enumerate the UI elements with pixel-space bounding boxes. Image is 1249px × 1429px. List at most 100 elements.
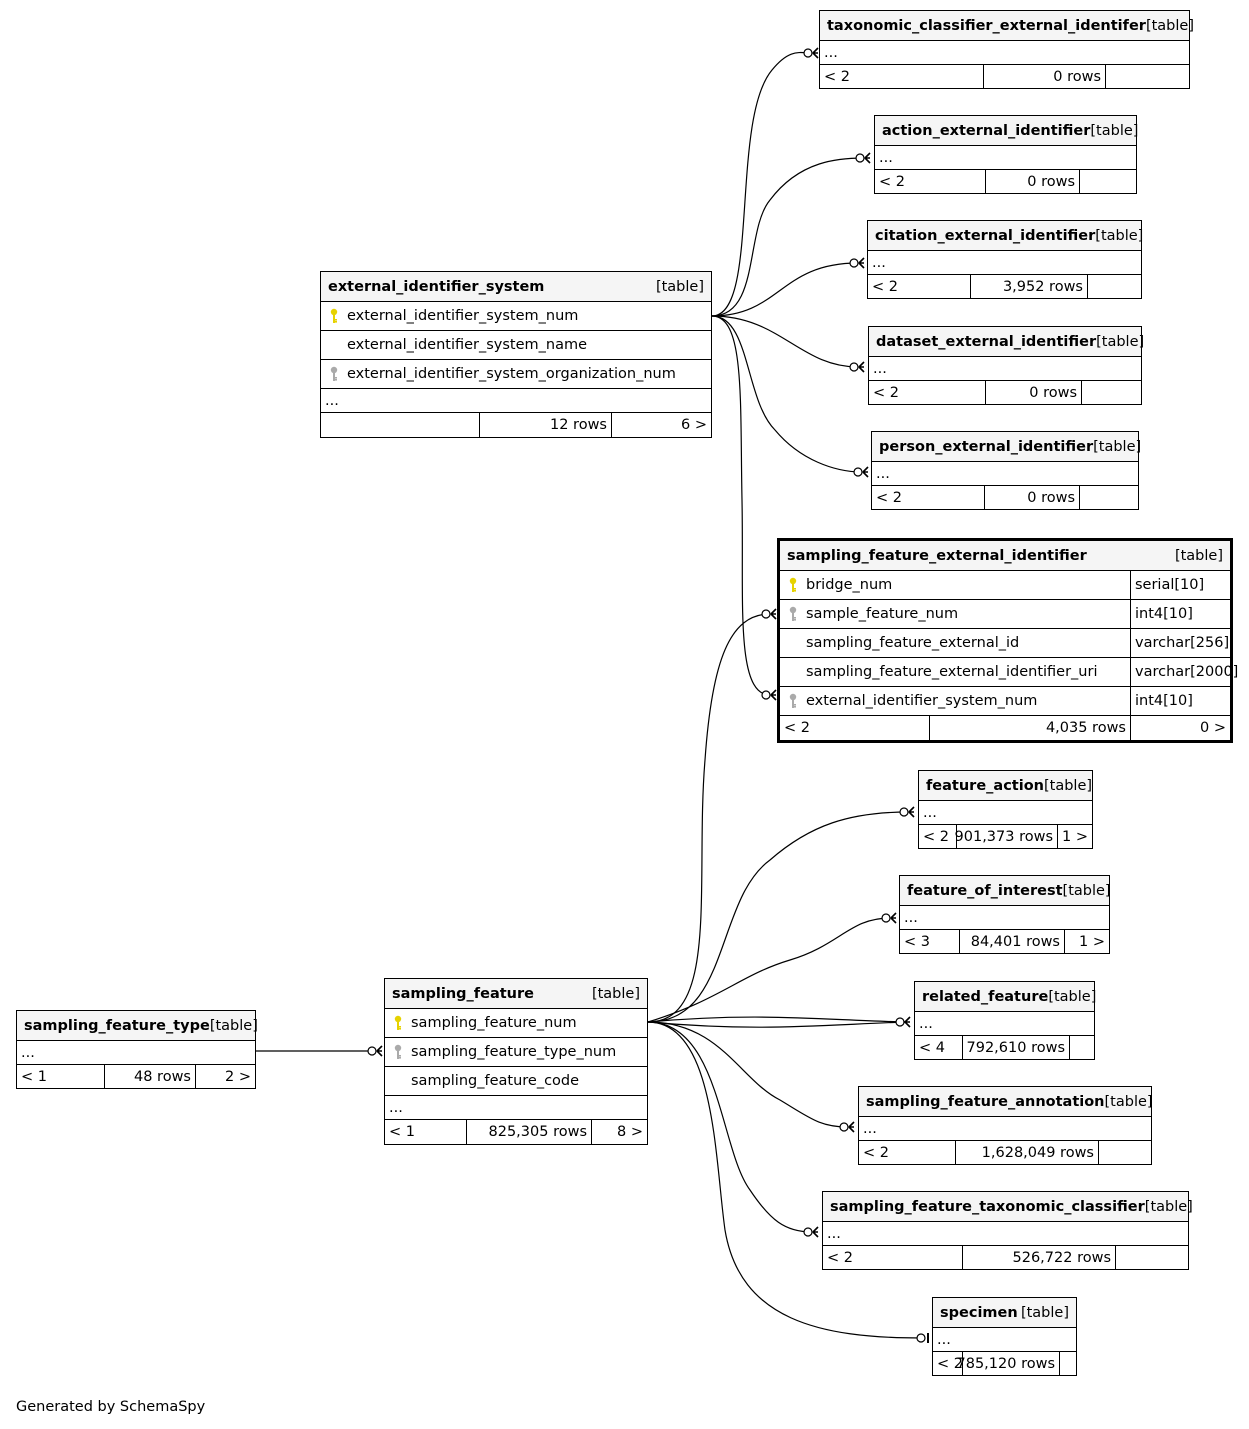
columns-ellipsis: ...: [933, 1328, 1076, 1352]
column-row: sampling_feature_external_id varchar[256…: [780, 629, 1230, 658]
children-count: [1099, 1141, 1151, 1164]
row-count: 3,952 rows: [971, 275, 1088, 298]
crowfoot-annotation: [839, 1121, 855, 1133]
table-external-identifier-system[interactable]: external_identifier_system [table] exter…: [320, 271, 712, 438]
columns-ellipsis: ...: [915, 1012, 1094, 1036]
table-specimen[interactable]: specimen [table] ... < 2 785,120 rows: [932, 1297, 1077, 1376]
table-action-external-identifier[interactable]: action_external_identifier [table] ... <…: [874, 115, 1139, 194]
parents-count: < 2: [868, 275, 971, 298]
edge-sf-annotation: [647, 1021, 849, 1128]
column-row: bridge_num serial[10]: [780, 571, 1230, 600]
children-count: [1080, 170, 1136, 193]
table-type-label: [table]: [1048, 988, 1097, 1005]
onebar-specimen: [916, 1333, 929, 1343]
table-name: person_external_identifier: [879, 438, 1094, 455]
children-count: [1088, 275, 1141, 298]
table-footer: < 3 84,401 rows 1 >: [900, 930, 1109, 953]
table-header: sampling_feature [table]: [385, 979, 647, 1009]
parents-count: < 2: [933, 1352, 963, 1375]
table-name: action_external_identifier: [882, 122, 1091, 139]
parents-count: < 2: [820, 65, 984, 88]
parents-count: < 4: [915, 1036, 963, 1059]
columns-ellipsis: ...: [872, 462, 1138, 486]
row-count: 792,610 rows: [963, 1036, 1070, 1059]
children-count: [1116, 1246, 1188, 1269]
table-taxonomic-classifier-external-identifer[interactable]: taxonomic_classifier_external_identifer …: [819, 10, 1194, 89]
table-type-label: [table]: [1093, 438, 1142, 455]
table-header: action_external_identifier [table]: [875, 116, 1139, 146]
table-header: external_identifier_system [table]: [321, 272, 711, 302]
table-sampling-feature[interactable]: sampling_feature [table] sampling_featur…: [384, 978, 648, 1145]
table-footer: 12 rows 6 >: [321, 413, 711, 437]
children-count: [1070, 1036, 1094, 1059]
table-header: person_external_identifier [table]: [872, 432, 1142, 462]
row-count: 901,373 rows: [955, 825, 1059, 848]
table-name: external_identifier_system: [328, 278, 545, 295]
children-count: 2 >: [225, 1068, 251, 1085]
table-dataset-external-identifier[interactable]: dataset_external_identifier [table] ... …: [868, 326, 1144, 405]
crowfoot-sfei-feature: [761, 608, 777, 620]
parents-count: < 2: [780, 716, 930, 740]
table-type-label: [table]: [1174, 547, 1223, 564]
columns-ellipsis: ...: [820, 41, 1189, 65]
column-name: external_identifier_system_organization_…: [347, 366, 676, 382]
table-sampling-feature-taxonomic-classifier[interactable]: sampling_feature_taxonomic_classifier [t…: [822, 1191, 1193, 1270]
columns-ellipsis: ...: [17, 1041, 255, 1065]
parents-count: < 2: [872, 486, 985, 509]
table-type-label: [table]: [1020, 1304, 1069, 1321]
column-name: sampling_feature_type_num: [411, 1044, 617, 1060]
foreign-key-icon: [321, 366, 343, 382]
parents-count: < 2: [919, 825, 958, 848]
parents-count: < 2: [823, 1246, 963, 1269]
parents-count: < 1: [17, 1065, 105, 1088]
parents-count: < 2: [875, 170, 986, 193]
table-type-label: [table]: [1104, 1093, 1153, 1110]
parents-count: < 3: [900, 930, 960, 953]
table-header: specimen [table]: [933, 1298, 1076, 1328]
crowfoot-taxonomic-classifier: [803, 1226, 819, 1238]
table-header: feature_of_interest [table]: [900, 876, 1111, 906]
row-count: 0 rows: [984, 65, 1106, 88]
table-type-label: [table]: [1043, 777, 1093, 794]
table-footer: < 2 526,722 rows: [823, 1246, 1188, 1269]
edge-sf-feature-of-interest: [647, 917, 891, 1023]
table-sampling-feature-external-identifier[interactable]: sampling_feature_external_identifier [ta…: [777, 538, 1238, 743]
column-row: sampling_feature_num: [385, 1009, 647, 1038]
table-type-label: [table]: [1090, 122, 1139, 139]
table-footer: < 1 825,305 rows 8 >: [385, 1120, 647, 1144]
column-row: external_identifier_system_organization_…: [321, 360, 711, 389]
table-sampling-feature-annotation[interactable]: sampling_feature_annotation [table] ... …: [858, 1086, 1153, 1165]
table-feature-of-interest[interactable]: feature_of_interest [table] ... < 3 84,4…: [899, 875, 1111, 954]
table-footer: < 2 901,373 rows 1 >: [919, 825, 1092, 848]
table-citation-external-identifier[interactable]: citation_external_identifier [table] ...…: [867, 220, 1143, 299]
row-count: 48 rows: [105, 1065, 196, 1088]
edge-sf-related-1: [647, 1016, 906, 1023]
table-person-external-identifier[interactable]: person_external_identifier [table] ... <…: [871, 431, 1142, 510]
table-type-label: [table]: [655, 278, 704, 295]
row-count: 0 rows: [985, 486, 1080, 509]
table-related-feature[interactable]: related_feature [table] ... < 4 792,610 …: [914, 981, 1097, 1060]
table-sampling-feature-type[interactable]: sampling_feature_type [table] ... < 1 48…: [16, 1010, 258, 1089]
table-footer: < 2 0 rows: [869, 381, 1141, 404]
crowfoot-feature-action: [899, 806, 915, 818]
column-name: external_identifier_system_num: [806, 693, 1038, 709]
crowfoot-taxonomic: [803, 47, 819, 59]
children-count: [1080, 486, 1138, 509]
edge-sf-feature-action: [647, 811, 909, 1023]
children-count: 1 >: [1079, 933, 1105, 950]
column-name: external_identifier_system_name: [347, 337, 588, 353]
column-type: varchar[2000]: [1130, 658, 1238, 686]
children-count: 6 >: [681, 417, 707, 433]
crowfoot-sfei-system: [761, 689, 777, 701]
row-count: 4,035 rows: [930, 716, 1131, 740]
edge-eis-citation: [711, 262, 859, 317]
columns-ellipsis: ...: [869, 357, 1141, 381]
column-name: sampling_feature_external_id: [806, 635, 1020, 651]
columns-ellipsis: ...: [900, 906, 1109, 930]
table-name: citation_external_identifier: [875, 227, 1096, 244]
table-feature-action[interactable]: feature_action [table] ... < 2 901,373 r…: [918, 770, 1093, 849]
columns-ellipsis: ...: [385, 1096, 647, 1120]
column-row: external_identifier_system_num int4[10]: [780, 687, 1230, 716]
parents-count: [321, 413, 480, 437]
table-footer: < 2 3,952 rows: [868, 275, 1141, 298]
